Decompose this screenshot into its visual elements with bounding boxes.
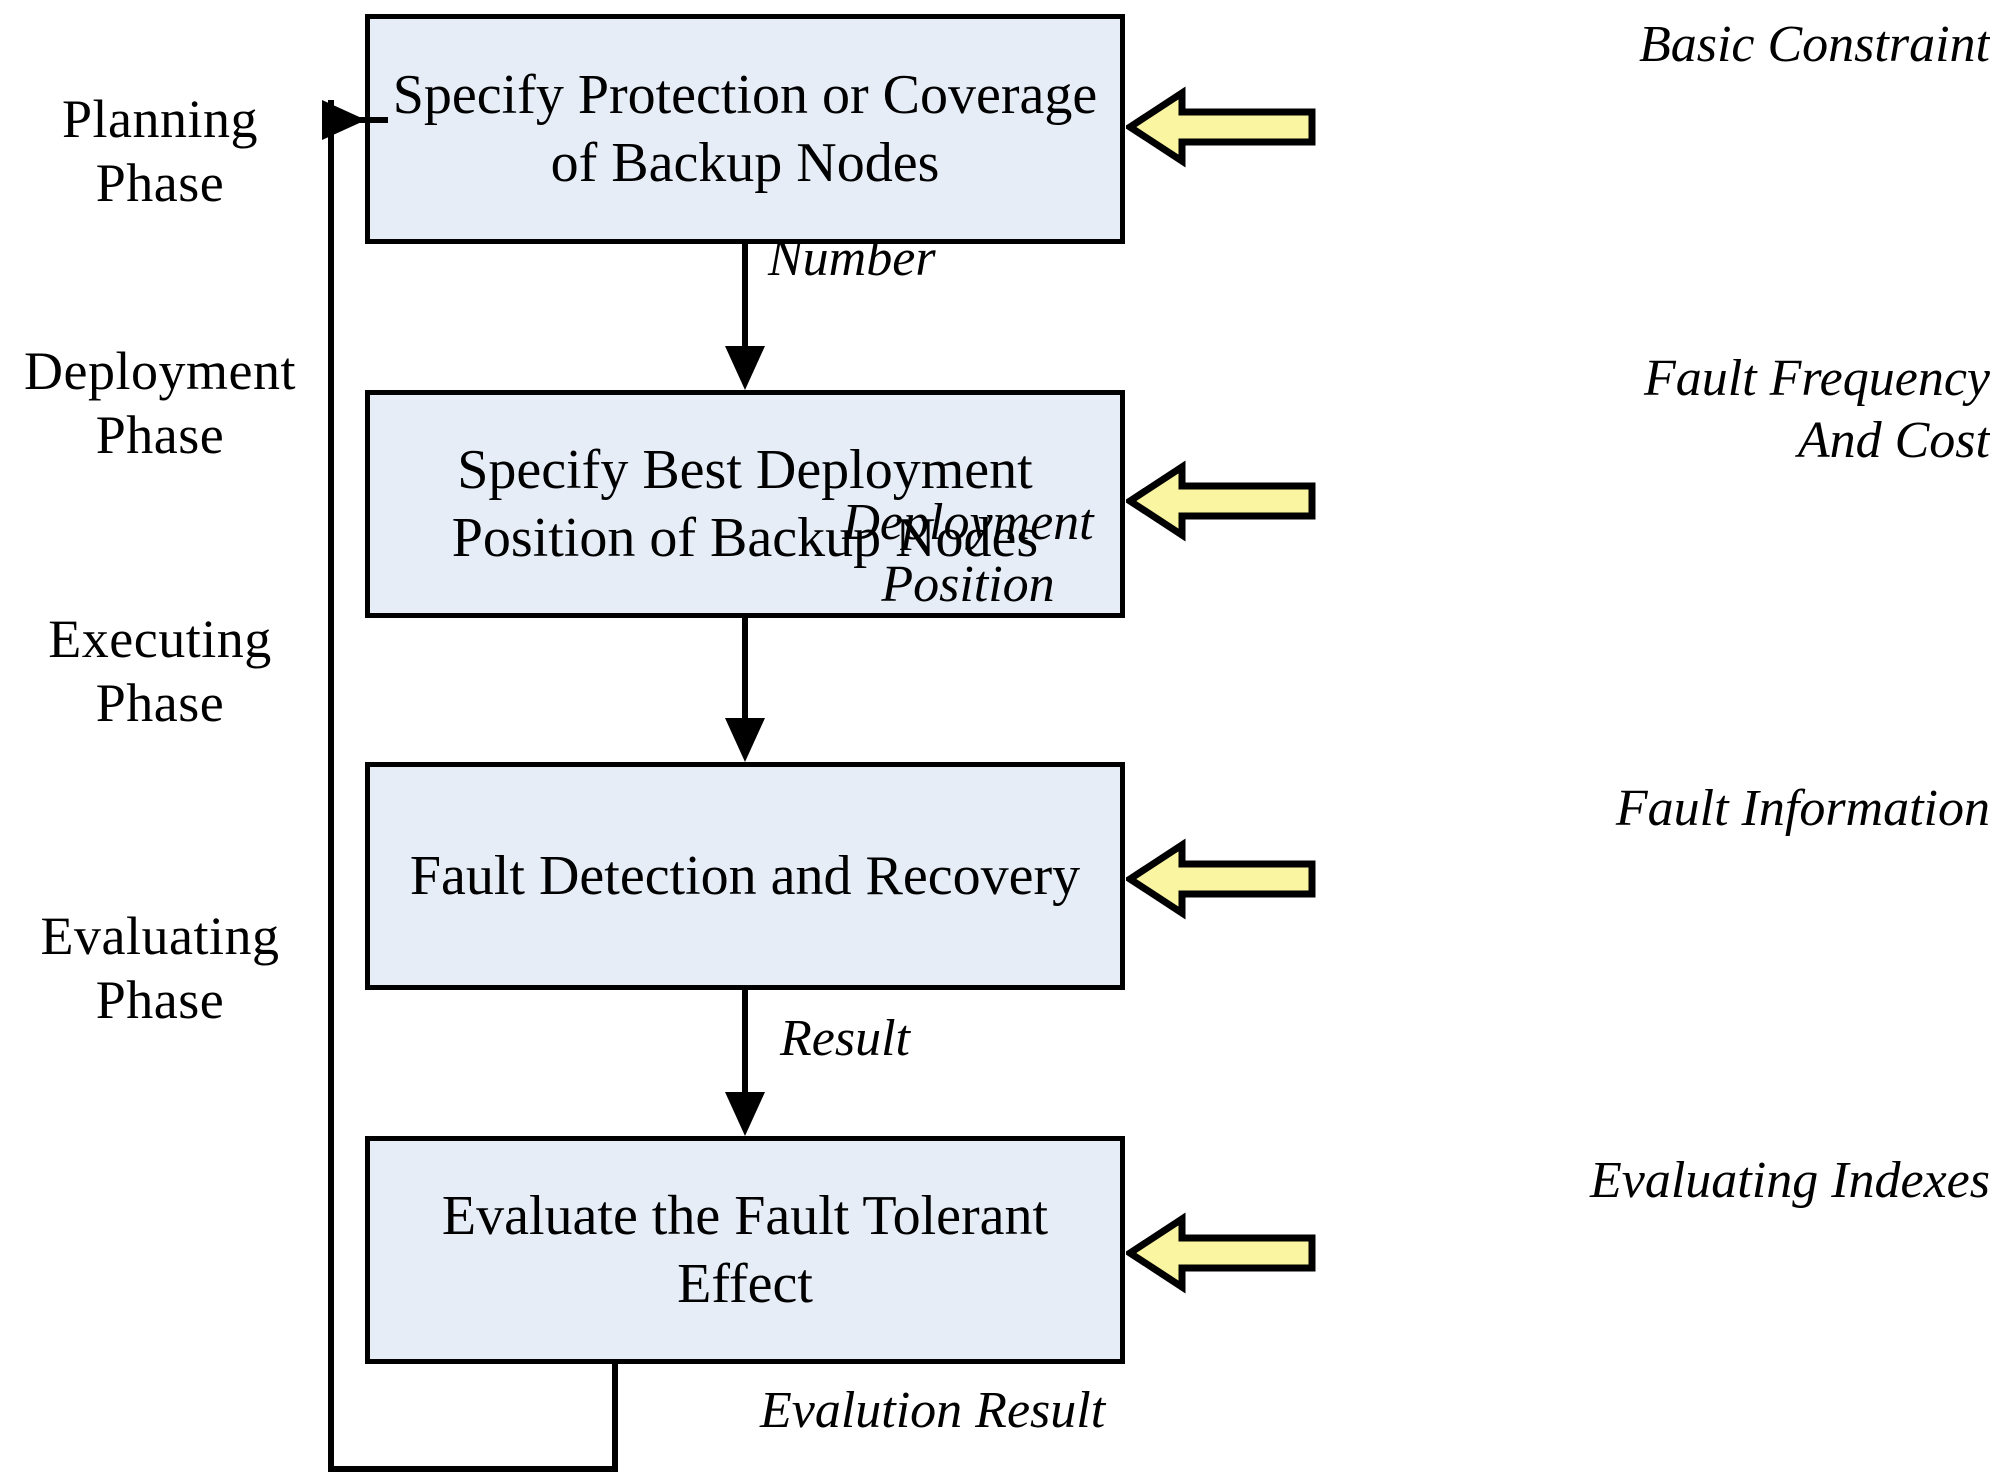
connector-arrowhead-box1-box2 xyxy=(725,346,765,390)
input-arrow-basic-constraint xyxy=(1126,86,1316,168)
phase-label-planning: Planning Phase xyxy=(61,89,258,213)
connector-line-box2-box3 xyxy=(742,618,748,722)
input-label-evaluating-indexes: Evaluating Indexes xyxy=(1590,1152,1990,1209)
input-arrow-fault-information xyxy=(1126,838,1316,920)
input-label-fault-frequency-cost: Fault Frequency And Cost xyxy=(1643,350,1990,470)
feedback-line-down xyxy=(612,1364,618,1472)
edge-label-result: Result xyxy=(780,1010,910,1067)
connector-arrowhead-box2-box3 xyxy=(725,718,765,762)
phase-label-deployment: Deployment Phase xyxy=(24,341,296,465)
connector-line-box1-box2 xyxy=(742,244,748,350)
feedback-line-up xyxy=(328,100,334,1472)
process-box-specify-protection[interactable]: Specify Protection or Coverage of Backup… xyxy=(365,14,1125,244)
phase-label-executing: Executing Phase xyxy=(48,609,272,733)
process-box-evaluate-effect[interactable]: Evaluate the Fault Tolerant Effect xyxy=(365,1136,1125,1364)
connector-line-box3-box4 xyxy=(742,990,748,1096)
input-arrow-evaluating-indexes xyxy=(1126,1212,1316,1294)
edge-label-deployment-position: Deployment Position xyxy=(842,494,1094,614)
edge-label-evalution-result: Evalution Result xyxy=(760,1382,1106,1439)
feedback-line-bottom xyxy=(328,1466,618,1472)
input-arrow-fault-frequency-cost xyxy=(1126,460,1316,542)
edge-label-number: Number xyxy=(768,230,936,287)
connector-arrowhead-box3-box4 xyxy=(725,1092,765,1136)
feedback-arrowhead-box1 xyxy=(322,100,366,140)
phase-label-evaluating: Evaluating Phase xyxy=(40,906,280,1030)
input-label-fault-information: Fault Information xyxy=(1615,780,1990,837)
input-label-basic-constraint: Basic Constraint xyxy=(1638,16,1990,73)
process-box-specify-deployment[interactable]: Specify Best Deployment Position of Back… xyxy=(365,390,1125,618)
process-box-fault-detection[interactable]: Fault Detection and Recovery xyxy=(365,762,1125,990)
